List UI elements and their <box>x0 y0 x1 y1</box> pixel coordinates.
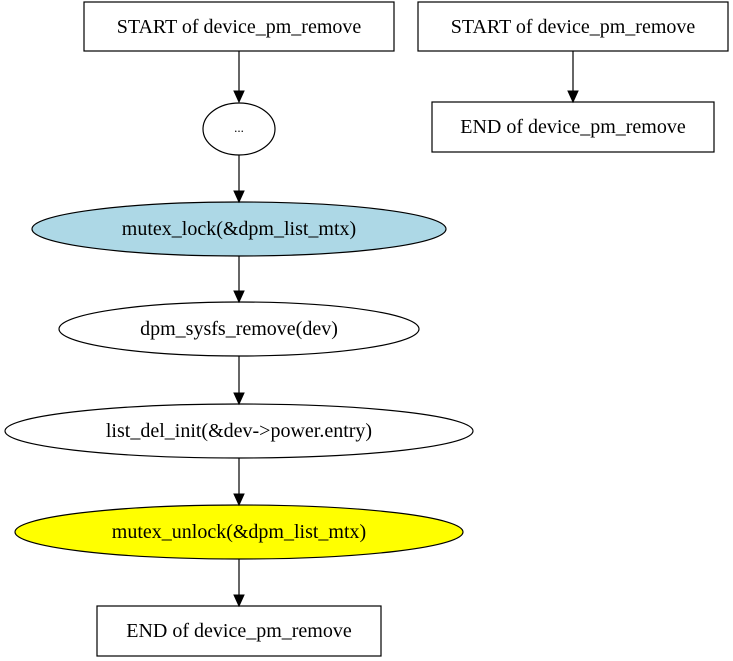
left-start-node: START of device_pm_remove <box>83 1 395 52</box>
left-end-label: END of device_pm_remove <box>126 620 352 642</box>
right-start-node: START of device_pm_remove <box>417 1 729 52</box>
right-end-node: END of device_pm_remove <box>431 101 715 153</box>
list-del-node: list_del_init(&dev->power.entry) <box>4 403 474 459</box>
sysfs-remove-node: dpm_sysfs_remove(dev) <box>58 301 420 357</box>
mutex-lock-node: mutex_lock(&dpm_list_mtx) <box>31 201 447 257</box>
arrowhead <box>567 90 579 104</box>
left-start-label: START of device_pm_remove <box>117 16 362 38</box>
right-start-label: START of device_pm_remove <box>451 16 696 38</box>
sysfs-remove-label: dpm_sysfs_remove(dev) <box>140 318 338 340</box>
left-end-node: END of device_pm_remove <box>96 605 382 657</box>
arrowhead <box>233 392 245 406</box>
right-edges <box>567 51 579 104</box>
right-end-label: END of device_pm_remove <box>460 116 686 138</box>
arrowhead <box>233 290 245 304</box>
left-edges <box>233 51 245 608</box>
mutex-lock-label: mutex_lock(&dpm_list_mtx) <box>122 218 356 240</box>
list-del-label: list_del_init(&dev->power.entry) <box>106 420 372 442</box>
arrowhead <box>233 594 245 608</box>
arrowhead <box>233 493 245 507</box>
ellipsis-label: ... <box>234 120 244 135</box>
arrowhead <box>233 190 245 204</box>
mutex-unlock-label: mutex_unlock(&dpm_list_mtx) <box>112 521 366 543</box>
mutex-unlock-node: mutex_unlock(&dpm_list_mtx) <box>14 504 464 560</box>
ellipsis-node: ... <box>202 102 276 156</box>
arrowhead <box>233 90 245 104</box>
